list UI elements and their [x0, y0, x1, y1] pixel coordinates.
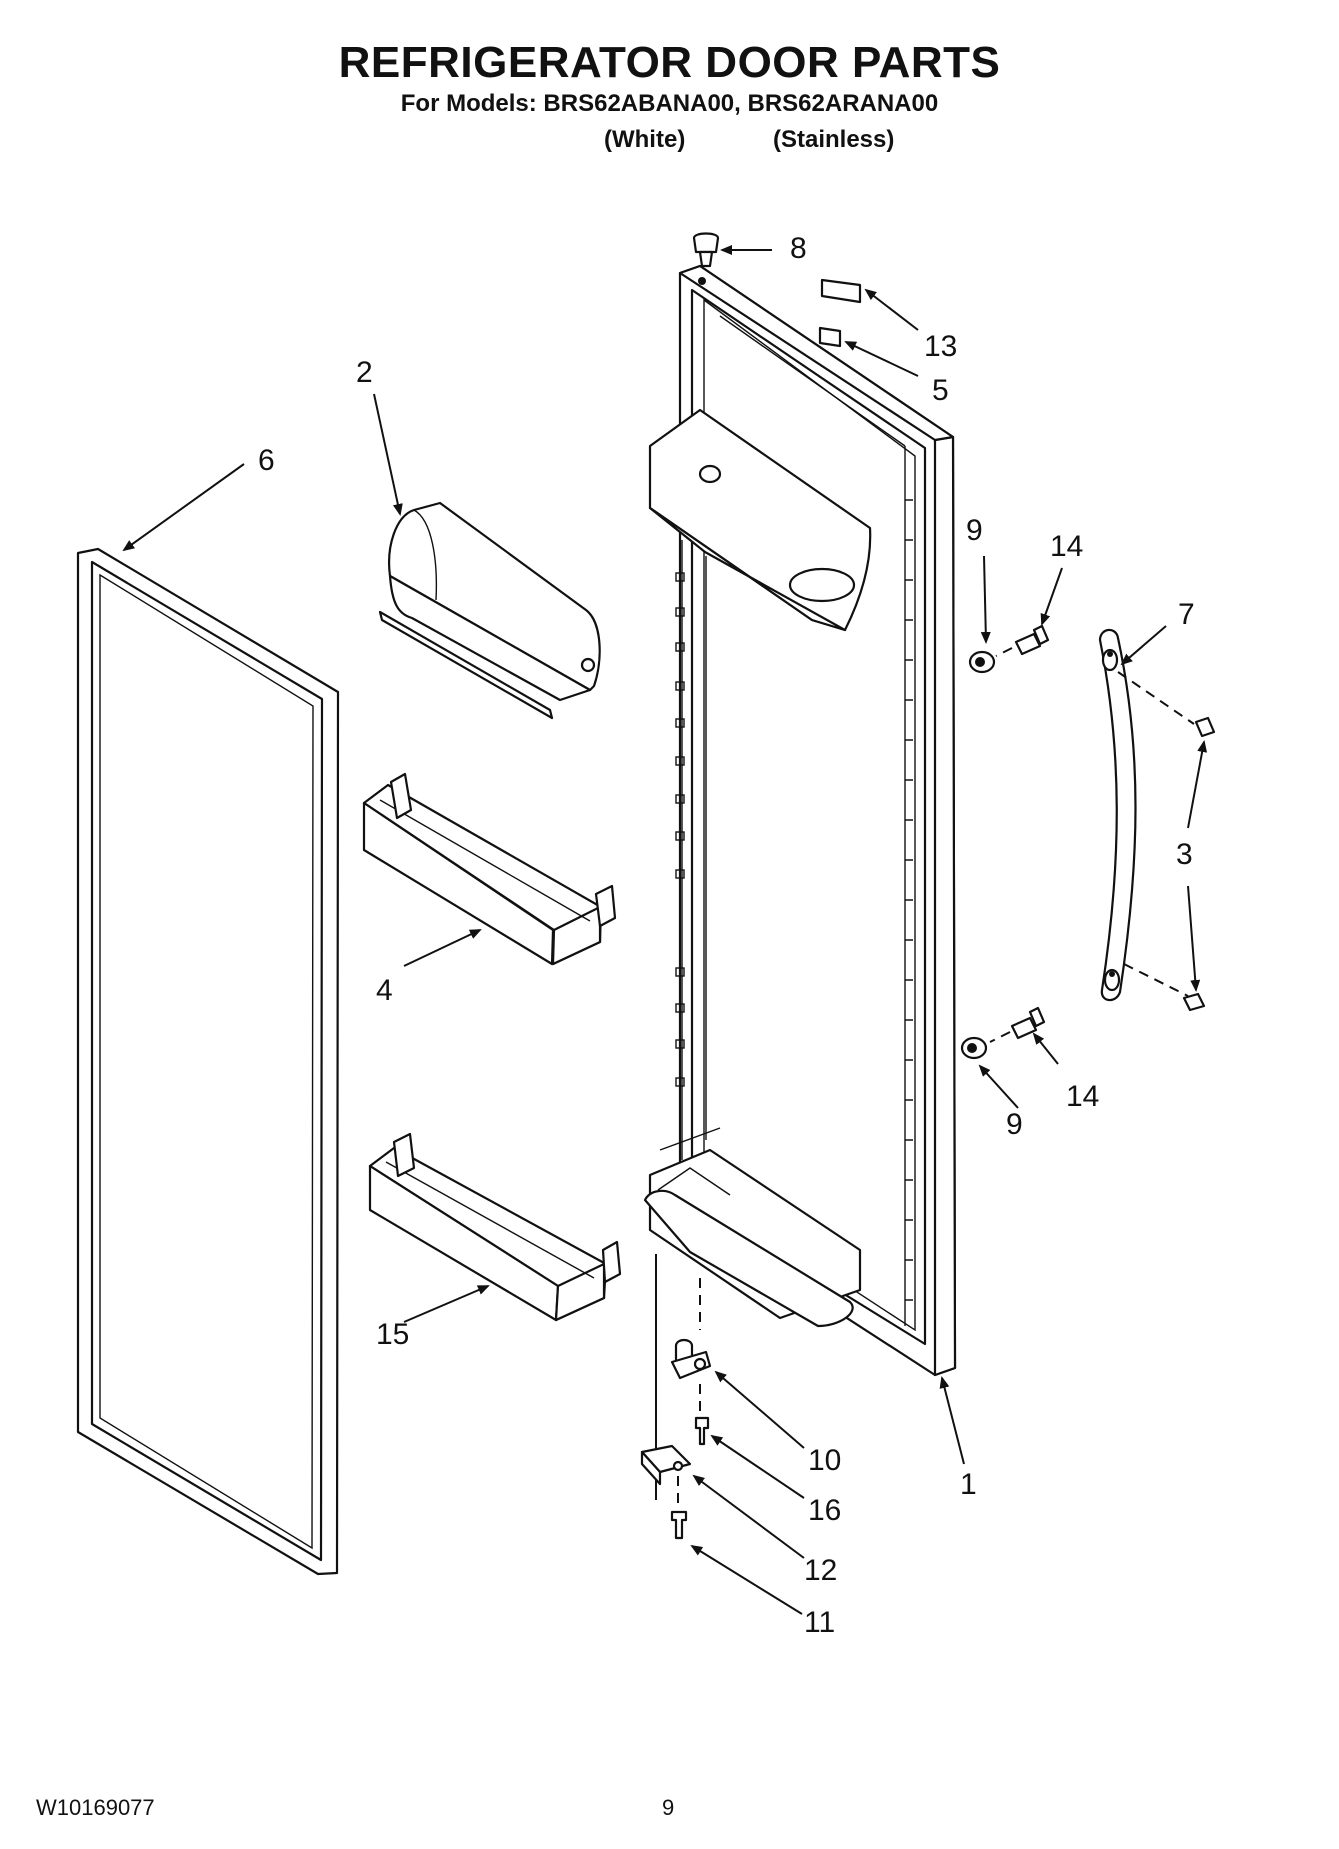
handle-screw-lower [989, 1006, 1046, 1043]
door-bin-upper [362, 772, 617, 966]
callout-13: 13 [924, 330, 957, 363]
leader-arrows [122, 245, 1208, 1615]
callout-14b: 14 [1066, 1080, 1099, 1113]
hinge-shim [640, 1444, 692, 1486]
label-5 [818, 326, 842, 348]
handle-set-screw-lower [1182, 992, 1206, 1012]
label-13 [820, 278, 862, 304]
hinge-plug [692, 232, 720, 268]
door-handle [1098, 628, 1137, 1002]
page-number: 9 [662, 1795, 675, 1820]
dairy-bin [378, 501, 601, 720]
document-number: W10169077 [36, 1795, 155, 1820]
callout-15: 15 [376, 1318, 409, 1351]
callout-9b: 9 [1006, 1108, 1023, 1141]
callout-4: 4 [376, 974, 393, 1007]
page-title: REFRIGERATOR DOOR PARTS [338, 38, 1001, 87]
handle-bushing-upper [968, 650, 996, 674]
handle-screw-upper [995, 624, 1050, 657]
hinge-bracket [670, 1338, 712, 1380]
variant-white-label: (White) [604, 126, 686, 153]
callout-12: 12 [804, 1554, 837, 1587]
callout-11: 11 [804, 1606, 835, 1639]
door-liner [643, 264, 957, 1377]
callout-5: 5 [932, 374, 949, 407]
callout-16: 16 [808, 1494, 841, 1527]
callout-6: 6 [258, 444, 275, 477]
hinge-pin-screw [694, 1416, 710, 1446]
hinge-hole-top [698, 277, 706, 285]
door-bin-lower [368, 1132, 622, 1322]
callout-3: 3 [1176, 838, 1193, 871]
handle-bushing-lower [960, 1036, 988, 1060]
variant-stainless-label: (Stainless) [773, 126, 895, 153]
callout-14a: 14 [1050, 530, 1083, 563]
callout-1: 1 [960, 1468, 977, 1501]
callout-2: 2 [356, 356, 373, 389]
callout-7: 7 [1178, 598, 1195, 631]
callout-9a: 9 [966, 514, 983, 547]
door-gasket [76, 547, 340, 1576]
handle-set-screw-upper [1194, 716, 1216, 738]
model-numbers: For Models: BRS62ABANA00, BRS62ARANA00 [400, 90, 939, 117]
hinge-mount-screw [670, 1510, 688, 1540]
callout-8: 8 [790, 232, 807, 265]
callout-10: 10 [808, 1444, 841, 1477]
